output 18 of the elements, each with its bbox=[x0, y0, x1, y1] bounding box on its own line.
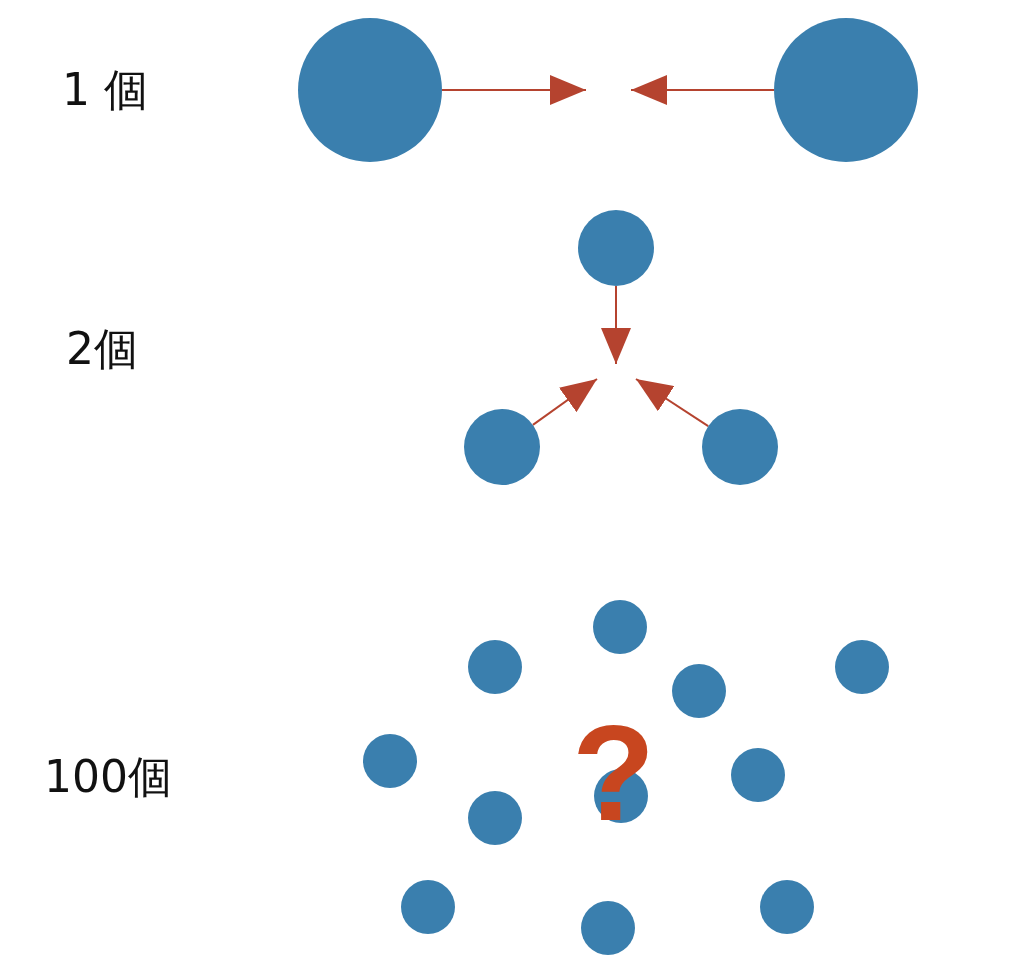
circle bbox=[731, 748, 785, 802]
circle bbox=[593, 600, 647, 654]
arrow bbox=[630, 75, 775, 105]
arrow bbox=[601, 285, 631, 365]
circle bbox=[672, 664, 726, 718]
count-label: 100個 bbox=[44, 755, 172, 799]
circle bbox=[363, 734, 417, 788]
circle bbox=[401, 880, 455, 934]
arrow bbox=[635, 378, 710, 428]
circle bbox=[581, 901, 635, 955]
circle bbox=[468, 791, 522, 845]
circle bbox=[835, 640, 889, 694]
circle bbox=[468, 640, 522, 694]
arrow bbox=[531, 378, 598, 426]
circle bbox=[760, 880, 814, 934]
count-label: 2個 bbox=[66, 327, 138, 371]
count-label: 1 個 bbox=[62, 68, 148, 112]
arrow bbox=[441, 75, 587, 105]
